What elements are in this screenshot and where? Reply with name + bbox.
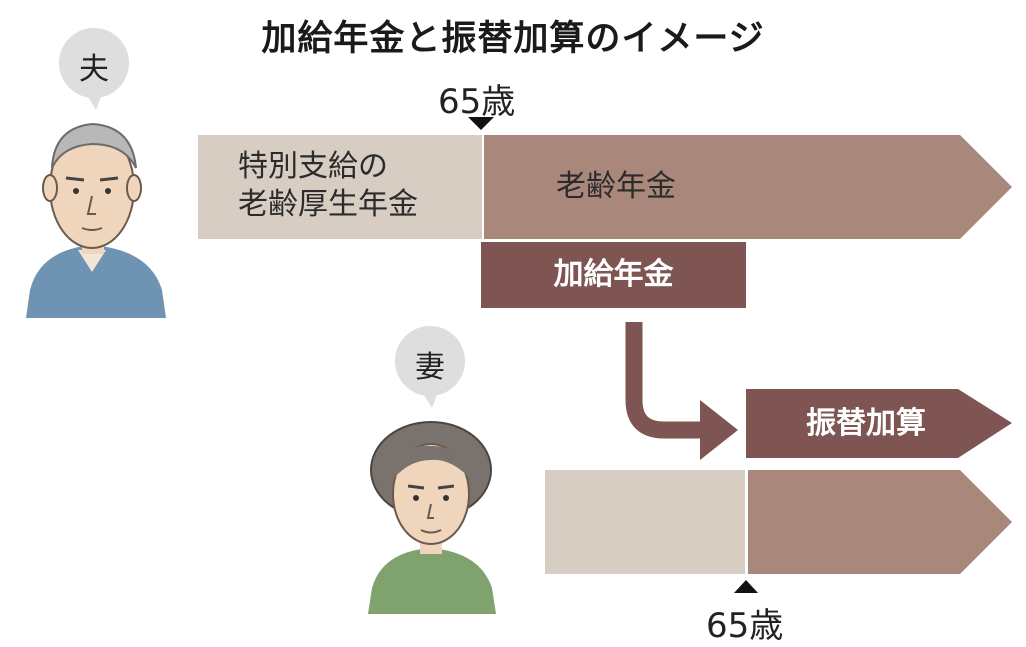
spousal-pension-bar — [481, 242, 746, 308]
transfer-arrow-head — [700, 400, 738, 460]
husband-special-pension-bar — [198, 135, 482, 239]
husband-illustration — [26, 122, 166, 318]
husband-bubble — [59, 28, 129, 110]
wife-before-65-bar — [545, 470, 745, 574]
husband-old-age-pension-arrow — [484, 135, 1012, 239]
special-pension-label: 特別支給の 老齢厚生年金 — [238, 149, 418, 222]
husband-age-marker — [468, 117, 494, 130]
wife-pension-arrow — [748, 470, 1012, 574]
transfer-addition-arrow — [746, 389, 1012, 458]
old-age-pension-label: 老齢年金 — [556, 169, 676, 204]
transfer-arrow-line — [625, 322, 708, 439]
page-title: 加給年金と振替加算のイメージ — [261, 19, 765, 59]
transfer-addition-label: 振替加算 — [806, 406, 926, 441]
wife-age-marker — [734, 580, 758, 593]
wife-illustration — [368, 421, 496, 614]
spousal-pension-label: 加給年金 — [553, 257, 674, 292]
husband-age-label: 65歳 — [438, 82, 516, 122]
wife-age-label: 65歳 — [706, 606, 784, 646]
wife-label: 妻 — [415, 350, 445, 385]
husband-label: 夫 — [79, 52, 109, 87]
wife-bubble — [395, 326, 465, 408]
